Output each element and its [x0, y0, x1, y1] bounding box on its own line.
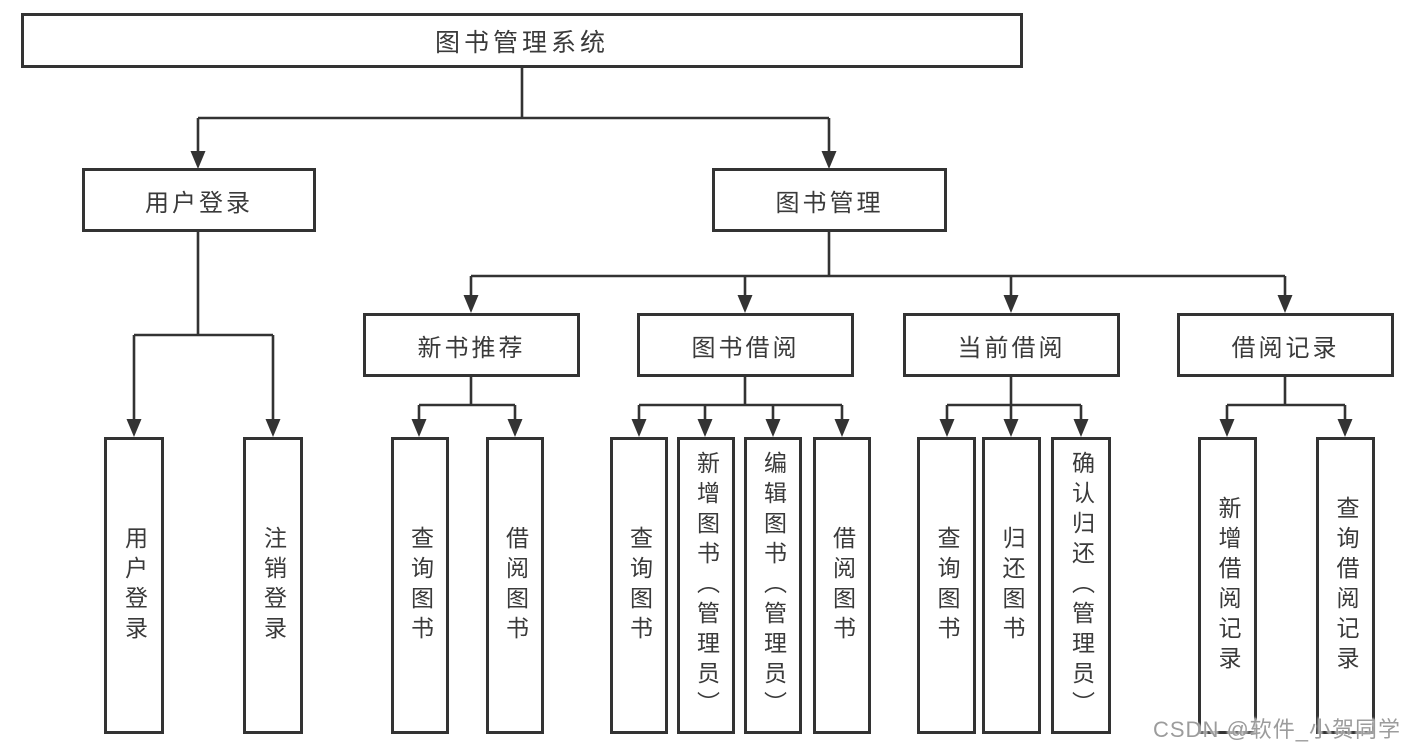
connector-root-to-level2 — [190, 68, 837, 169]
leaf-borrow-query-book: 查询图书 — [610, 437, 668, 734]
leaf-borrow-borrow-book-label: 借阅图书 — [829, 525, 856, 646]
node-root-label: 图书管理系统 — [434, 28, 609, 57]
leaf-borrow-borrow-book: 借阅图书 — [813, 437, 871, 734]
connector-new-book-recommend-to-leaves — [411, 377, 523, 437]
leaf-records-add-record: 新增借阅记录 — [1198, 437, 1257, 734]
csdn-watermark: CSDN @软件_小贺同学 — [1153, 717, 1402, 742]
node-user-login-label: 用户登录 — [145, 189, 253, 217]
leaf-records-query-record: 查询借阅记录 — [1316, 437, 1375, 734]
node-borrow-records-label: 借阅记录 — [1231, 334, 1340, 362]
node-new-book-recommend-label: 新书推荐 — [417, 334, 526, 362]
leaf-borrow-edit-book-admin: 编辑图书（管理员） — [744, 437, 802, 734]
node-user-login: 用户登录 — [82, 168, 316, 232]
leaf-records-query-record-label: 查询借阅记录 — [1333, 495, 1359, 676]
leaf-user-login: 用户登录 — [104, 437, 164, 734]
connector-borrow-records-to-leaves — [1219, 377, 1353, 437]
leaf-logout-login-label: 注销登录 — [260, 525, 287, 646]
node-book-borrow-label: 图书借阅 — [691, 334, 800, 362]
connector-book-borrow-to-leaves — [631, 377, 850, 437]
node-new-book-recommend: 新书推荐 — [363, 313, 580, 377]
leaf-newrec-query-book-label: 查询图书 — [407, 525, 434, 646]
leaf-user-login-label: 用户登录 — [121, 525, 148, 646]
leaf-borrow-add-book-admin-label: 新增图书（管理员） — [693, 450, 720, 721]
connector-user-login-to-leaves — [126, 232, 281, 437]
leaf-current-confirm-return-admin-label: 确认归还（管理员） — [1068, 450, 1095, 721]
node-current-borrow-label: 当前借阅 — [957, 334, 1066, 362]
leaf-current-query-book-label: 查询图书 — [934, 525, 960, 646]
connector-current-borrow-to-leaves — [939, 377, 1089, 437]
leaf-records-add-record-label: 新增借阅记录 — [1215, 495, 1241, 676]
leaf-borrow-add-book-admin: 新增图书（管理员） — [677, 437, 735, 734]
leaf-newrec-borrow-book: 借阅图书 — [486, 437, 544, 734]
node-book-mgmt-label: 图书管理 — [775, 189, 884, 217]
leaf-borrow-edit-book-admin-label: 编辑图书（管理员） — [760, 450, 787, 721]
node-book-mgmt: 图书管理 — [712, 168, 947, 232]
leaf-logout-login: 注销登录 — [243, 437, 303, 734]
leaf-newrec-borrow-book-label: 借阅图书 — [502, 525, 529, 646]
node-book-borrow: 图书借阅 — [637, 313, 854, 377]
leaf-borrow-query-book-label: 查询图书 — [626, 525, 653, 646]
leaf-current-return-book-label: 归还图书 — [999, 525, 1025, 646]
leaf-newrec-query-book: 查询图书 — [391, 437, 449, 734]
connector-book-mgmt-to-level3 — [463, 232, 1293, 313]
node-root: 图书管理系统 — [21, 13, 1023, 68]
leaf-current-query-book: 查询图书 — [917, 437, 976, 734]
leaf-current-confirm-return-admin: 确认归还（管理员） — [1051, 437, 1111, 734]
node-borrow-records: 借阅记录 — [1177, 313, 1394, 377]
leaf-current-return-book: 归还图书 — [982, 437, 1041, 734]
node-current-borrow: 当前借阅 — [903, 313, 1120, 377]
